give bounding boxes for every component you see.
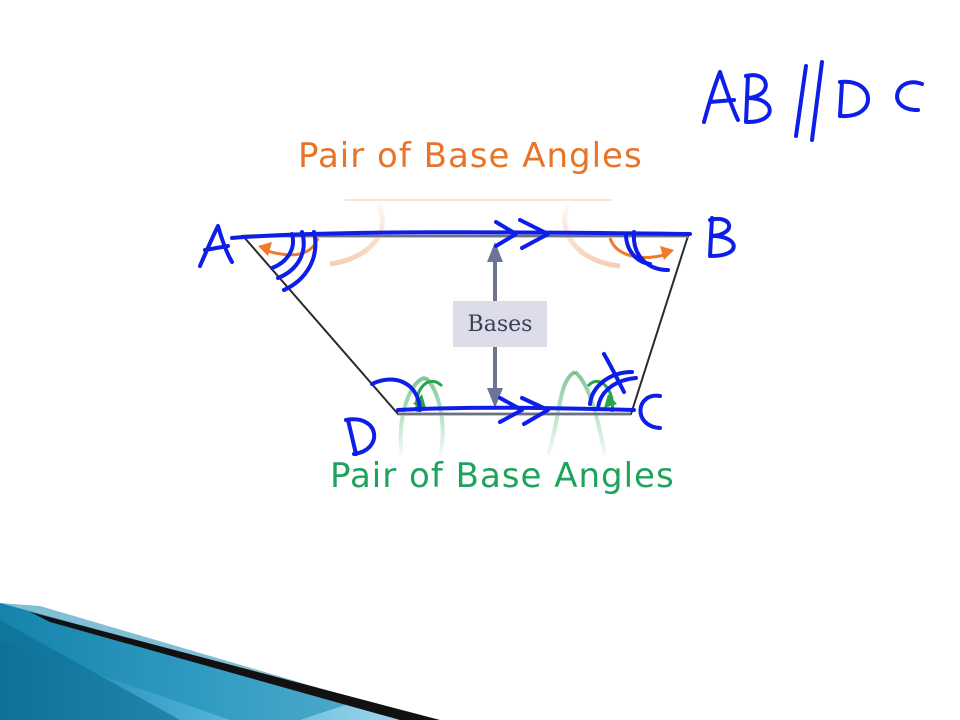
footer-dark-stripe [30, 612, 440, 720]
green-arrow-c [604, 394, 617, 408]
ink-letter-c [638, 393, 662, 430]
orange-arrow-a [258, 242, 272, 256]
ink-arc-a-3 [282, 230, 318, 292]
ink-arc-b-2 [631, 230, 670, 272]
ink-note-slash-1 [794, 64, 808, 138]
ink-note-a-bar [708, 98, 736, 104]
ink-note-slash-2 [810, 60, 824, 142]
ink-arc-a-2 [276, 230, 306, 280]
top-pair-title: Pair of Base Angles [298, 136, 643, 176]
orange-angle-b [608, 237, 669, 259]
ink-line-ab [230, 230, 692, 240]
orange-leader-right [562, 203, 621, 269]
bottom-pair-title: Pair of Base Angles [330, 456, 675, 496]
ink-letter-b-bowls [708, 216, 736, 258]
bases-arrow-up [487, 242, 503, 262]
ink-note-b-bowls [744, 73, 772, 124]
handwriting-layer [198, 60, 924, 456]
green-leader-left-2 [423, 376, 445, 456]
ink-note-d-bowl [838, 79, 870, 119]
ink-tick-c [602, 352, 626, 394]
orange-leader-left [329, 203, 385, 267]
green-leader-right-2 [573, 370, 607, 456]
ink-parallel-arrow-ab-2 [518, 218, 550, 250]
ink-arc-c-2 [596, 376, 638, 410]
green-angle-c [586, 379, 615, 413]
ink-parallel-arrow-ab-1 [494, 220, 518, 248]
ink-letter-d-bowl [344, 417, 377, 456]
footer-deep-teal [0, 620, 180, 720]
bases-arrow-down [487, 388, 503, 408]
ink-letter-d-stem [346, 418, 358, 456]
green-angle-d [415, 379, 444, 413]
ink-parallel-arrow-dc-1 [498, 396, 524, 424]
ink-note-c [895, 80, 924, 112]
ink-arc-d [370, 377, 422, 412]
bases-label: Bases [453, 301, 547, 347]
ink-note-d-stem [838, 80, 844, 118]
ink-arc-c-1 [588, 370, 634, 406]
ink-arc-a-1 [270, 232, 295, 270]
green-leader-left [398, 376, 426, 456]
orange-arrow-b [660, 246, 674, 260]
ink-parallel-arrow-dc-2 [520, 396, 550, 426]
ink-note-a-stroke [702, 70, 740, 124]
green-leader-right [546, 370, 577, 456]
ink-letter-a-bar [203, 244, 230, 252]
ink-letter-a-stroke [198, 224, 234, 268]
